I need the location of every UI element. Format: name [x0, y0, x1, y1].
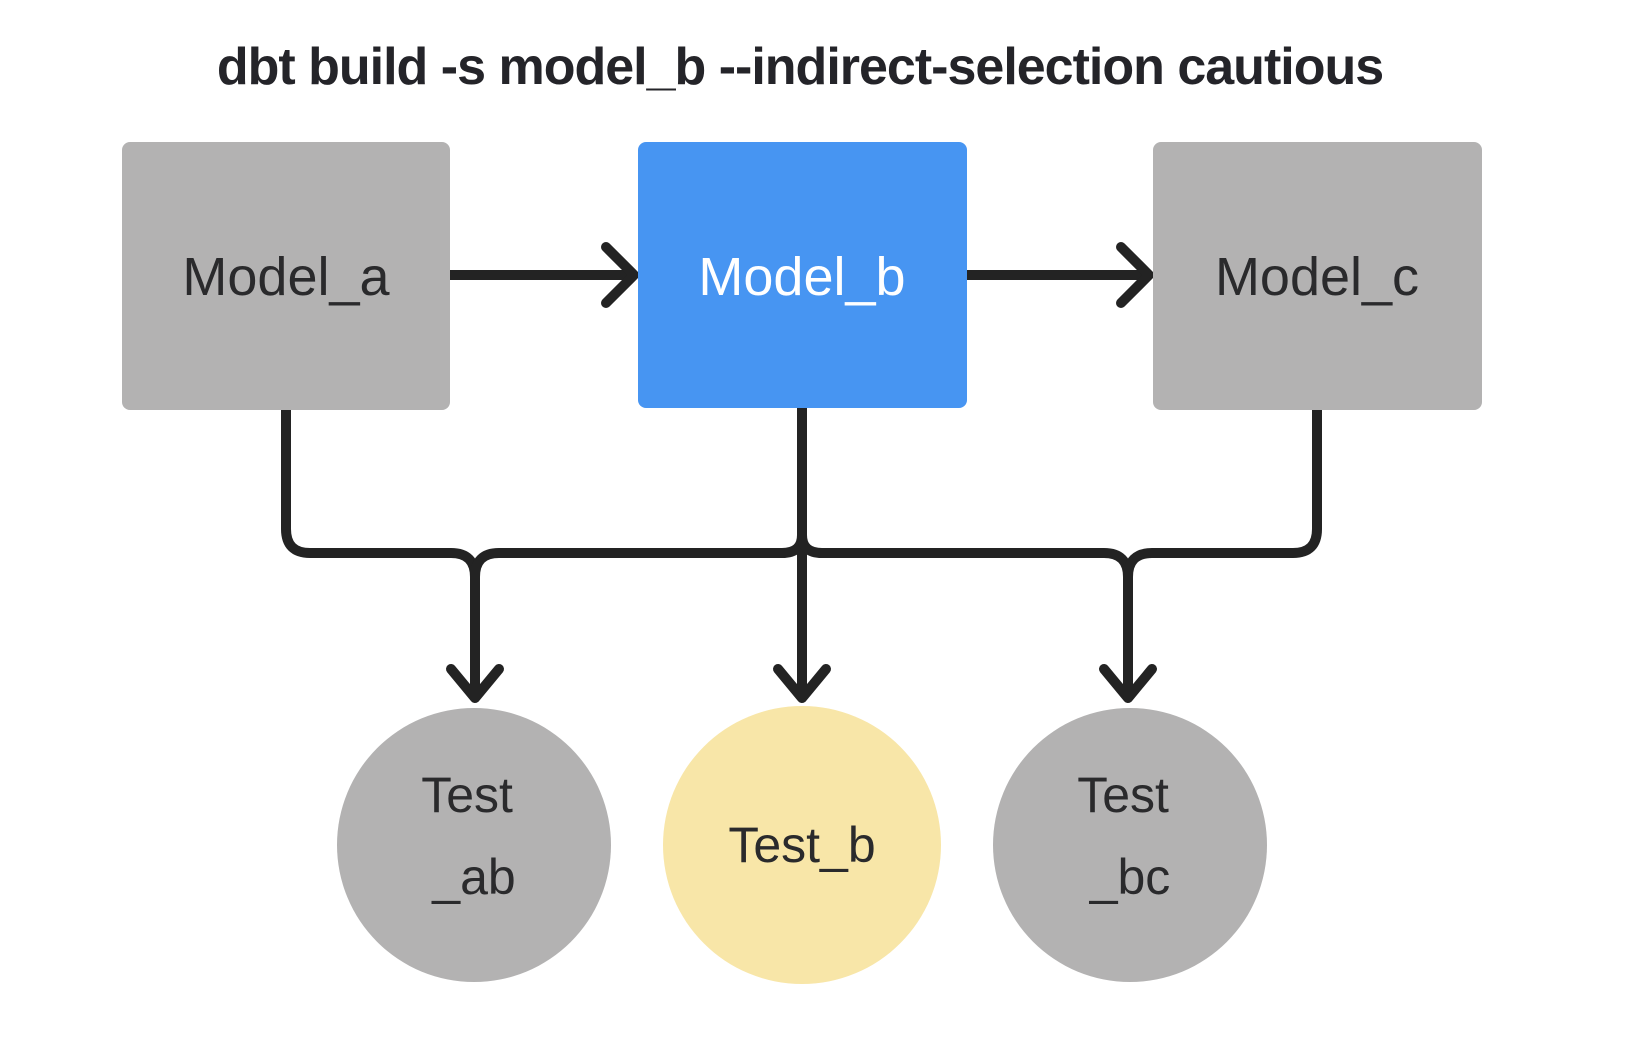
edge-model-b-to-model-c-arrowhead	[1116, 242, 1154, 308]
node-test-bc-label-line1: Test	[1077, 767, 1169, 823]
edge-model-b-to-test-ab-line	[470, 403, 807, 701]
edge-model-c-to-test-bc-line	[1123, 405, 1322, 701]
node-model-b: Model_b	[638, 142, 967, 408]
edge-model-a-to-test-ab	[281, 405, 480, 701]
edge-test-ab-arrowhead	[446, 664, 504, 703]
node-test-b-circle	[663, 706, 941, 984]
node-model-c-label: Model_c	[1215, 247, 1419, 307]
node-model-c: Model_c	[1153, 142, 1482, 410]
node-model-c-box	[1153, 142, 1482, 410]
edge-test-b-arrowhead	[773, 664, 831, 703]
edge-model-a-to-test-ab-line	[281, 405, 480, 701]
edge-model-c-to-test-bc	[1123, 405, 1322, 701]
node-model-a-label: Model_a	[182, 247, 390, 307]
edge-model-a-to-model-b-arrowhead	[601, 242, 639, 308]
node-model-b-box	[638, 142, 967, 408]
node-model-a: Model_a	[122, 142, 450, 410]
node-test-ab-label-line1: Test	[421, 767, 513, 823]
node-test-ab-circle	[337, 708, 611, 982]
edge-model-b-to-test-bc-line	[797, 403, 1133, 701]
node-test-bc: Test _bc	[993, 708, 1267, 982]
node-test-bc-label-line2: _bc	[1089, 849, 1171, 905]
node-test-ab-label-line2: _ab	[431, 849, 515, 905]
diagram-title: dbt build -s model_b --indirect-selectio…	[217, 38, 1383, 96]
node-test-ab: Test _ab	[337, 708, 611, 982]
node-test-ab-label: Test _ab	[421, 767, 527, 905]
node-test-bc-label: Test _bc	[1077, 767, 1183, 905]
node-test-b-label: Test_b	[728, 817, 875, 873]
edge-model-b-to-test-ab	[446, 403, 807, 703]
edge-model-b-to-test-bc	[797, 403, 1157, 703]
edge-model-a-to-model-b	[445, 242, 639, 308]
node-model-a-box	[122, 142, 450, 410]
edge-model-b-to-model-c	[962, 242, 1154, 308]
node-model-b-label: Model_b	[698, 247, 905, 307]
edges	[281, 242, 1322, 703]
node-test-bc-circle	[993, 708, 1267, 982]
node-test-b: Test_b	[663, 706, 941, 984]
